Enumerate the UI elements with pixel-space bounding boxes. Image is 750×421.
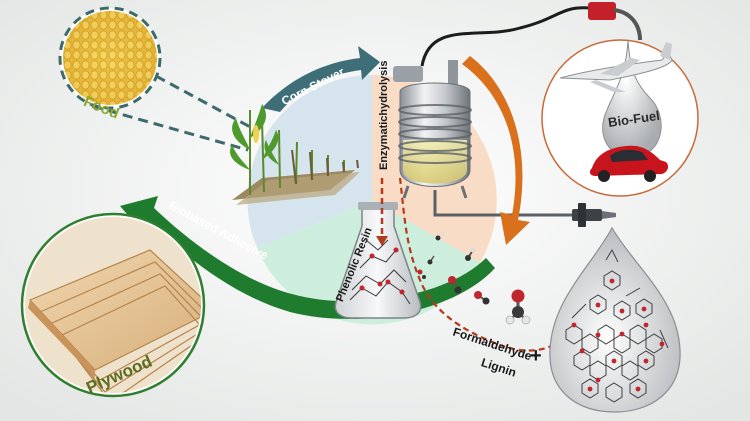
corn-kernels-image — [63, 11, 157, 105]
fuel-nozzle-icon — [588, 2, 616, 20]
formaldehyde-molecules — [417, 232, 531, 325]
enzymatic-hydrolysis-label: Enzymatichydrolysis — [378, 61, 390, 170]
corn-field-image — [230, 104, 360, 205]
lignin-flow-dashed-path — [398, 177, 614, 352]
enzymatic-hydrolysis-reactor: Enzymatichydrolysis — [378, 60, 616, 227]
lignin-arrow — [462, 56, 530, 245]
food-inset: Food — [58, 6, 253, 152]
dropper-nozzle — [572, 203, 616, 227]
car-icon — [589, 145, 669, 182]
plywood-inset: Plywood — [20, 212, 206, 398]
lignin-droplet — [549, 226, 681, 413]
bio-fuel-inset: Bio-Fuel — [541, 39, 699, 197]
airplane-icon — [559, 42, 673, 92]
plus-sign: + — [530, 345, 542, 367]
food-connector-line-2 — [155, 74, 253, 130]
fuel-hose — [420, 2, 642, 67]
plywood-image — [25, 217, 201, 393]
food-connector-line-1 — [91, 104, 249, 152]
lignin-molecule-structure — [565, 248, 669, 403]
bio-fuel-label: Bio-Fuel — [607, 108, 661, 130]
reactor-outlet-pipe — [433, 190, 575, 217]
